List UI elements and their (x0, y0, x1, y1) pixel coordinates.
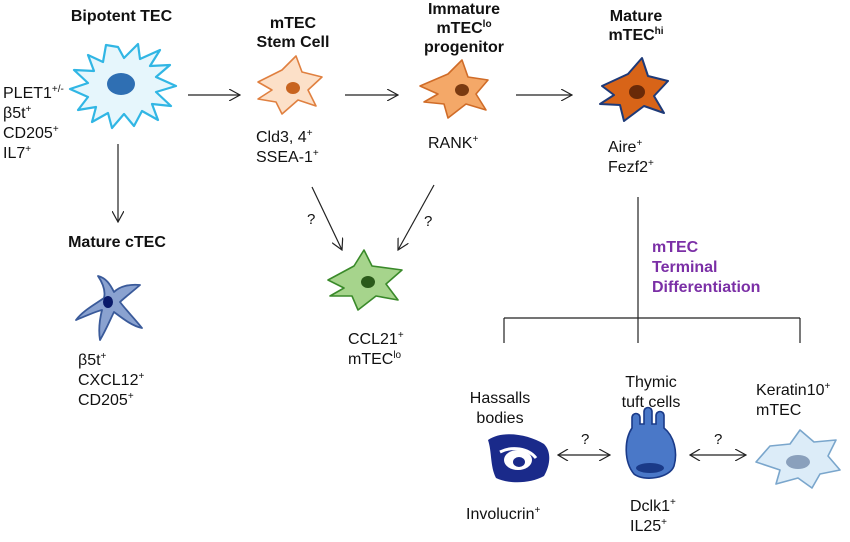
hassalls-body-cell (488, 434, 550, 483)
mature-ctec-cell (75, 275, 143, 341)
tuft-markers: Dclk1+ IL25+ (630, 497, 676, 537)
marker-fezf2: Fezf2+ (608, 158, 654, 177)
mature-mtec-markers: Aire+ Fezf2+ (608, 138, 654, 178)
uncertain-mark-tuft-keratin: ? (714, 431, 723, 448)
immature-mtec-title: Immature mTEClo progenitor (424, 1, 504, 56)
mtec-stem-cell (257, 55, 323, 115)
hassalls-title: Hassalls bodies (469, 390, 531, 427)
terminal-bracket (503, 197, 801, 343)
marker-ssea1: SSEA-1+ (256, 148, 319, 167)
marker-mteclo: mTEClo (348, 350, 402, 369)
keratin10-title: Keratin10+ mTEC (756, 381, 831, 420)
mature-ctec-title: Mature cTEC (68, 234, 166, 251)
mtec-stem-title: mTEC Stem Cell (256, 15, 330, 51)
mature-mtec-title: Mature mTEChi (608, 8, 664, 44)
uncertain-mark-stem-ccl21: ? (307, 211, 316, 228)
arrow-stem-to-ccl21 (311, 186, 342, 250)
immature-mtec-cell (419, 59, 489, 119)
thymic-tuft-cell (625, 406, 677, 479)
marker-rank: RANK+ (428, 134, 479, 153)
marker-ctec-cd205: CD205+ (78, 391, 134, 410)
ccl21-markers: CCL21+ mTEClo (348, 330, 404, 370)
marker-cld34: Cld3, 4+ (256, 128, 313, 147)
ccl21-mtec-cell (327, 249, 403, 311)
bipotent-markers: PLET1+/- β5t+ CD205+ IL7+ (3, 84, 64, 164)
uncertain-mark-hassalls-tuft: ? (581, 431, 590, 448)
stem-markers: Cld3, 4+ SSEA-1+ (256, 128, 319, 168)
mature-mtec-cell (599, 57, 669, 122)
uncertain-mark-immature-ccl21: ? (424, 213, 433, 230)
marker-cd205: CD205+ (3, 124, 59, 143)
marker-plet1: PLET1+/- (3, 84, 64, 103)
marker-ctec-b5t: β5t+ (78, 351, 107, 370)
marker-il7: IL7+ (3, 144, 32, 163)
bipotent-tec-title: Bipotent TEC (70, 8, 173, 25)
marker-dclk1: Dclk1+ (630, 497, 676, 516)
arrow-immature-to-ccl21 (398, 184, 435, 250)
marker-cxcl12: CXCL12+ (78, 371, 145, 390)
tuft-title: Thymic tuft cells (621, 374, 681, 411)
marker-aire: Aire+ (608, 138, 643, 157)
marker-b5t: β5t+ (3, 104, 32, 123)
ctec-markers: β5t+ CXCL12+ CD205+ (78, 351, 144, 411)
marker-ccl21: CCL21+ (348, 330, 404, 349)
terminal-differentiation-label: mTEC Terminal Differentiation (652, 239, 761, 296)
marker-il25: IL25+ (630, 517, 667, 536)
bipotent-tec-cell (68, 42, 178, 130)
keratin10-mtec-cell (755, 429, 841, 489)
immature-markers: RANK+ (428, 134, 478, 154)
marker-involucrin: Involucrin+ (466, 505, 541, 524)
